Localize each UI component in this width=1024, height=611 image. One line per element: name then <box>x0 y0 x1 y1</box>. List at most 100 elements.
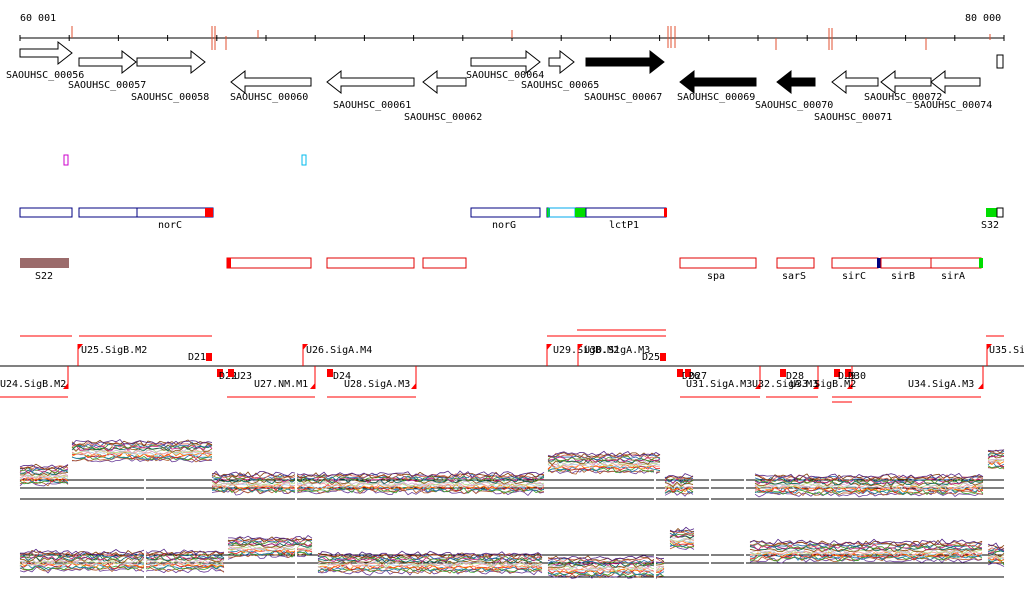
gene-label: SAOUHSC_00074 <box>914 100 992 111</box>
transcript-block[interactable] <box>422 257 467 269</box>
coordinate-end: 80 000 <box>965 13 1002 24</box>
gene-arrow[interactable] <box>880 69 932 95</box>
expression-track-2 <box>19 526 1005 580</box>
promoter-flag[interactable] <box>755 366 761 389</box>
terminator-marker[interactable] <box>780 369 786 377</box>
gene-arrow[interactable] <box>422 69 467 95</box>
operon-label: sirA <box>941 271 965 282</box>
terminator-marker[interactable] <box>834 369 840 377</box>
promoter-label: U24.SigB.M2 <box>0 379 66 390</box>
promoter-label: U33.SigB.M2 <box>790 379 856 390</box>
operon-label: norC <box>158 220 182 231</box>
transcript-block[interactable] <box>326 257 415 269</box>
operon-block-cyan[interactable] <box>548 207 576 218</box>
terminator-marker[interactable] <box>228 369 234 377</box>
operon-label: sirC <box>842 271 866 282</box>
operon-track-blue: norC norG lctP1 S32 <box>19 207 1004 231</box>
operon-track-red: S22 spa sarS sirC sirB sirA <box>20 257 983 282</box>
transcript-block[interactable] <box>831 257 879 269</box>
feature-marker-magenta[interactable] <box>63 154 69 166</box>
promoter-label: U29.SigB.M2 <box>553 345 619 356</box>
promoter-label: U35.Si <box>989 345 1024 356</box>
promoter-flag[interactable] <box>411 366 417 389</box>
transcript-block[interactable] <box>679 257 757 269</box>
promoter-arrow <box>303 344 308 350</box>
terminator-marker[interactable] <box>327 369 333 377</box>
gene-label: SAOUHSC_00056 <box>6 70 84 81</box>
gene-arrow[interactable] <box>136 49 206 75</box>
promoter-flag[interactable] <box>986 344 992 366</box>
promoter-arrow <box>987 344 992 350</box>
promoter-label: D26 <box>682 371 700 382</box>
expression-profile-line <box>19 457 1005 498</box>
operon-block[interactable] <box>19 207 73 218</box>
gene-arrow[interactable] <box>831 69 879 95</box>
transcript-block[interactable] <box>930 257 982 269</box>
promoter-label: D30 <box>848 371 866 382</box>
expression-profile-line <box>19 544 1005 579</box>
expression-profile-line <box>19 448 1005 489</box>
operon-label: norG <box>492 220 516 231</box>
promoter-flag[interactable] <box>978 366 984 389</box>
promoter-flag[interactable] <box>546 344 552 366</box>
transcript-block[interactable] <box>226 257 312 269</box>
gene-label: SAOUHSC_00060 <box>230 92 308 103</box>
gene-arrow[interactable] <box>230 69 312 95</box>
operon-block-filled[interactable] <box>20 258 69 268</box>
promoter-arrow <box>755 383 760 389</box>
gene-arrow[interactable] <box>548 49 575 75</box>
terminator-marker[interactable] <box>217 369 223 377</box>
gene-arrow[interactable] <box>78 49 137 75</box>
gene-label: SAOUHSC_00058 <box>131 92 209 103</box>
gene-arrow[interactable] <box>679 69 757 95</box>
operon-block[interactable] <box>136 207 214 218</box>
promoter-arrow <box>411 383 416 389</box>
terminator-marker[interactable] <box>677 369 683 377</box>
promoter-label: U26.SigA.M4 <box>306 345 372 356</box>
operon-end-marker <box>664 208 667 217</box>
gene-arrow[interactable] <box>930 69 981 95</box>
expression-track-1 <box>19 438 1005 505</box>
terminator-marker[interactable] <box>660 353 666 361</box>
operon-block[interactable] <box>585 207 667 218</box>
promoter-label: D24 <box>333 371 351 382</box>
gene-label: SAOUHSC_00067 <box>584 92 662 103</box>
gene-box[interactable] <box>996 54 1004 69</box>
terminator-marker[interactable] <box>685 369 691 377</box>
terminator-marker[interactable] <box>206 353 212 361</box>
transcript-start-marker <box>227 258 231 268</box>
operon-block[interactable] <box>996 207 1004 218</box>
promoter-flag[interactable] <box>813 366 819 389</box>
promoter-label: D28 <box>786 371 804 382</box>
gene-arrow[interactable] <box>19 40 73 66</box>
gene-arrow[interactable] <box>776 69 816 95</box>
transcript-block[interactable] <box>776 257 815 269</box>
promoter-flag[interactable] <box>310 366 316 389</box>
terminator-marker[interactable] <box>845 369 851 377</box>
promoter-flag[interactable] <box>847 366 853 389</box>
promoter-label: U31.SigA.M3 <box>686 379 752 390</box>
operon-label: sirB <box>891 271 915 282</box>
promoter-arrow <box>847 383 852 389</box>
operon-block[interactable] <box>470 207 541 218</box>
gene-arrow[interactable] <box>470 49 541 75</box>
promoter-flag[interactable] <box>63 366 69 389</box>
gene-arrow[interactable] <box>585 49 665 75</box>
promoter-flag[interactable] <box>77 344 83 366</box>
promoter-flag[interactable] <box>302 344 308 366</box>
gene-label: SAOUHSC_00057 <box>68 80 146 91</box>
transcript-block[interactable] <box>880 257 932 269</box>
promoter-label: D25 <box>642 352 660 363</box>
feature-marker-cyan[interactable] <box>301 154 307 166</box>
expression-profile-line <box>19 446 1005 488</box>
operon-label: spa <box>707 271 725 282</box>
promoter-flag[interactable] <box>577 344 583 366</box>
coordinate-ruler <box>19 26 1005 50</box>
gene-arrow[interactable] <box>326 69 415 95</box>
operon-block[interactable] <box>78 207 138 218</box>
gene-label: SAOUHSC_00061 <box>333 100 411 111</box>
expression-profile-line <box>20 526 1005 562</box>
promoter-arrow <box>978 383 983 389</box>
